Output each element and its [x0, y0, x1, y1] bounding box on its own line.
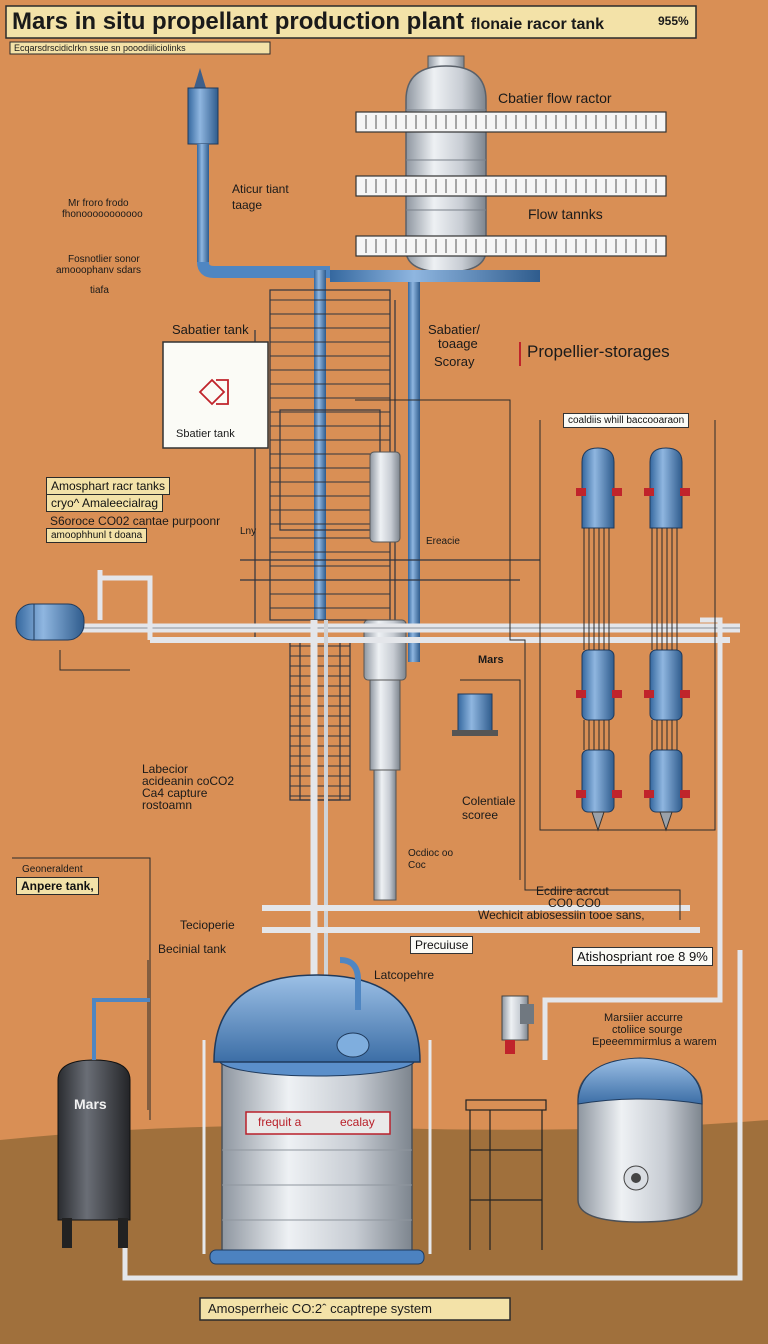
bottom-caption-box	[199, 1297, 511, 1321]
main-storage-tank	[202, 974, 432, 1265]
note-5: tiafa	[90, 285, 109, 296]
label-colentiale-2: scoree	[462, 808, 499, 822]
small-horizontal-tank	[15, 603, 85, 641]
note-1: Mr froro frodo	[68, 198, 129, 209]
label-latcopehre: Latcopehre	[374, 968, 435, 982]
label-capture-4: rostoamn	[142, 798, 193, 812]
subtitle-banner	[9, 41, 271, 55]
pump	[452, 693, 498, 736]
marsiier-tank	[577, 1057, 703, 1223]
label-ecdiire-1: Ecdiire acrcut	[536, 884, 609, 898]
label-capture-2: acideanin coCO2	[142, 774, 235, 788]
sabatier-tank-icon	[198, 378, 229, 406]
label-capture-3: Ca4 capture	[142, 786, 208, 800]
propellant-storage-tanks	[576, 447, 690, 832]
label-sabatier-tank-box: Sbatier tank	[176, 428, 235, 440]
label-marsiier-1: Marsiier accurre	[604, 1012, 683, 1024]
label-atm-box-2: cryo^ Amaleecialrag	[46, 494, 164, 512]
sabatier-tank-panel	[162, 341, 269, 449]
label-sabatier-tank-top: Sabatier tank	[172, 322, 249, 337]
label-tank-band-right: ecalay	[340, 1115, 375, 1129]
mars-dark-tank	[57, 998, 150, 1248]
label-atm-box-3: S6oroce CO02 cantae purpoonr	[50, 514, 221, 528]
label-lny: Lny	[240, 526, 257, 537]
page-subtitle: Ecqarsdrscidiclrkn ssue sn pooodiiliciol…	[14, 43, 186, 53]
label-atm-box-1: Amosphart racr tanks	[46, 477, 171, 495]
label-becinial-tank: Becinial tank	[158, 942, 227, 956]
label-colentiale-1: Colentiale	[462, 794, 516, 808]
label-sabatier-storage-3: Scoray	[434, 354, 475, 369]
label-ecdiire-2: CO0 CO0	[548, 896, 601, 910]
label-ocdioc-2: Coc	[408, 860, 426, 871]
note-2: fhonooooooooooo	[62, 209, 143, 220]
label-coaldiis: coaldiis whill baccooaraon	[563, 413, 690, 428]
label-ecdiire-3: Wechicit abiosessiin tooe sans,	[478, 908, 645, 922]
vent-stack	[187, 68, 330, 278]
label-precuiuse: Precuiuse	[410, 936, 474, 954]
label-generaldent: Geoneraldent	[22, 864, 83, 875]
label-ereacie: Ereacie	[426, 536, 460, 547]
label-mars-tank: Mars	[74, 1096, 107, 1112]
label-anpere-tank: Anpere tank,	[16, 877, 99, 895]
label-sabatier-storage-1: Sabatier/	[428, 322, 481, 337]
title-suffix: flonaie racor tank	[470, 16, 605, 33]
page-title: Mars in situ propellant production plant	[12, 8, 465, 35]
bottom-caption: Amosperrheic CO:2ˆ ccaptrepe system	[208, 1301, 432, 1316]
label-ocdioc-1: Ocdioc oo	[408, 848, 454, 859]
note-4: amooophanv sdars	[56, 265, 142, 276]
title-banner	[5, 5, 697, 39]
label-atishospriant: Atishospriant roe 8 9%	[572, 947, 713, 966]
label-mars-mid: Mars	[478, 654, 504, 666]
note-3: Fosnotlier sonor	[68, 254, 140, 265]
valve-machine	[465, 995, 547, 1250]
label-marsiier-3: Epeeemmirmlus a warem	[592, 1036, 717, 1048]
central-column	[363, 451, 407, 901]
title-percent: 955%	[658, 14, 689, 28]
label-sabatier-storage-2: toaage	[438, 336, 478, 351]
flow-racks	[355, 111, 667, 257]
label-propellier-storages: Propellier-storages	[527, 342, 670, 361]
label-aticur-tank: Aticur tiant	[232, 182, 289, 196]
label-flow-tanks: Flow tannks	[528, 206, 603, 222]
label-marsiier-2: ctoliice sourge	[612, 1024, 683, 1036]
label-aticur-tank-2: taage	[232, 198, 263, 212]
label-tecioperie: Tecioperie	[180, 918, 235, 932]
label-capture-1: Labecior	[142, 762, 189, 776]
label-tank-band-left: frequit a	[258, 1115, 302, 1129]
label-atm-box-4: amoophhunl t doana	[46, 528, 148, 543]
label-sabatier-flow-reactor: Cbatier flow ractor	[498, 90, 612, 106]
